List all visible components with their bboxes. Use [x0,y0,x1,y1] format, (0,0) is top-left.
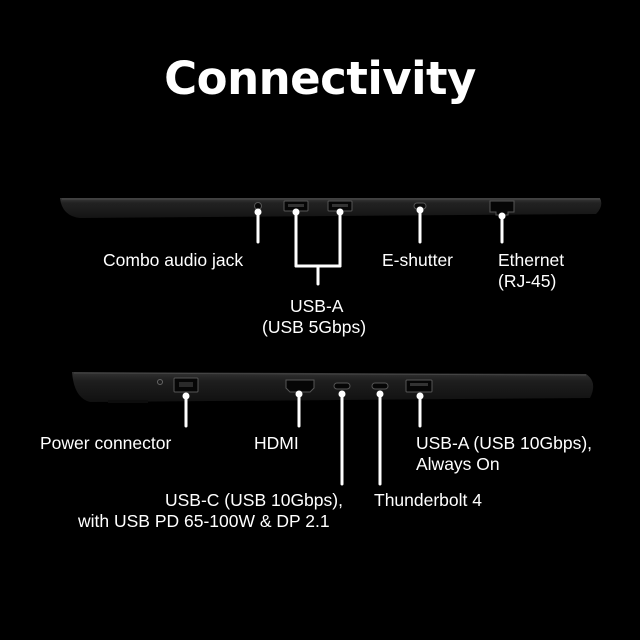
leader-dots-right [182,390,424,400]
ethernet-label-line1: Ethernet [498,250,565,270]
hdmi-port-icon [285,379,315,393]
ethernet-label-line2: (RJ-45) [498,271,557,291]
usb-a-port-right-icon [405,379,433,393]
e-shutter-label: E-shutter [382,250,453,270]
combo-audio-port-icon [254,202,262,210]
ethernet-port-icon [489,200,515,216]
leader-dots-left [254,206,506,220]
leader-lines-right [184,392,422,486]
thunderbolt-label: Thunderbolt 4 [374,490,482,510]
usb-c-port-icon [333,382,351,390]
laptop-right-side [72,372,594,403]
power-connector-label: Power connector [40,433,172,453]
usb-c-label-line2: with USB PD 65-100W & DP 2.1 [78,511,330,531]
usb-a-10gbps-label-line1: USB-A (USB 10Gbps), [416,433,593,453]
leader-lines-left [256,208,504,286]
hdmi-label: HDMI [254,433,299,453]
power-connector-port-icon [173,377,199,393]
power-led-icon [157,379,163,385]
combo-audio-jack-label: Combo audio jack [103,250,244,270]
usb-a-5gbps-label-line1: USB-A [290,296,344,316]
usb-c-label-line1: USB-C (USB 10Gbps), [165,490,343,510]
usb-a-5gbps-label-line2: (USB 5Gbps) [262,317,367,337]
thunderbolt-port-icon [371,382,389,390]
page-title: Connectivity [164,52,476,105]
usb-a-10gbps-label-line2: Always On [416,454,500,474]
